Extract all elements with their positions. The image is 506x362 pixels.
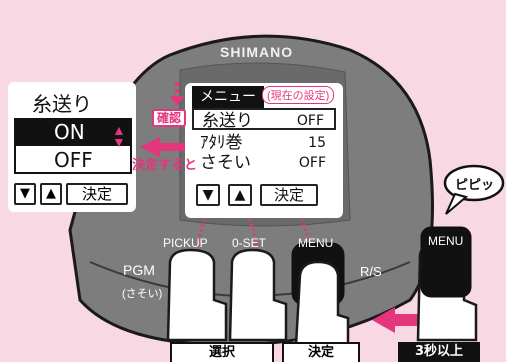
option-label: OFF xyxy=(54,148,93,172)
current-setting-note: (現在の設定) xyxy=(262,86,335,104)
confirm-label: 確認 xyxy=(156,111,181,125)
select-label: 選択 xyxy=(208,345,235,360)
lcd-down-key[interactable]: ▼ xyxy=(196,184,220,206)
pink-left-arrow xyxy=(140,137,190,157)
rs-label: R/S xyxy=(360,264,382,279)
decide-note: 決定すると xyxy=(132,157,198,172)
popup-option-off[interactable]: OFF xyxy=(14,146,132,174)
zero-set-label: 0-SET xyxy=(232,236,267,250)
pgm-label: PGM xyxy=(123,262,155,278)
lcd-row-value: 15 xyxy=(308,135,326,151)
lcd-ok-key[interactable]: 決定 xyxy=(260,184,318,206)
popup-option-on[interactable]: ON xyxy=(14,118,132,146)
lcd-row-label: さそい xyxy=(200,153,251,173)
decide-label: 決定 xyxy=(307,345,334,360)
popup-title: 糸送り xyxy=(32,92,92,116)
down-arrow-icon: ▼ xyxy=(202,187,214,203)
lcd-row-label: ｱﾀﾘ巻 xyxy=(200,133,243,153)
up-arrow-icon: ▲ xyxy=(46,186,56,201)
menu-bar-label: メニュー xyxy=(200,89,256,105)
up-arrow-icon: ▲ xyxy=(234,187,246,203)
hold-label: 3秒以上 xyxy=(414,344,464,359)
bubble-shape xyxy=(443,164,505,202)
bubble-text: ピピッ xyxy=(455,177,495,192)
ok-key-label: 決定 xyxy=(81,185,112,203)
hold-label-box: 3秒以上 xyxy=(398,342,480,362)
down-arrow-icon: ▼ xyxy=(20,186,30,201)
lcd-row-value: OFF xyxy=(296,113,324,129)
select-label-box: 選択 xyxy=(170,342,274,362)
pickup-label: PICKUP xyxy=(163,236,208,250)
hold-arrow xyxy=(372,307,440,333)
menu-bar: メニュー xyxy=(192,86,264,108)
lcd-row-value: OFF xyxy=(298,155,326,171)
lcd-row-label: 糸送り xyxy=(202,111,253,131)
ok-key-label: 決定 xyxy=(273,186,304,204)
menu-label: MENU xyxy=(298,236,334,250)
popup-up-key[interactable]: ▲ xyxy=(40,183,62,205)
lcd-up-key[interactable]: ▲ xyxy=(228,184,252,206)
confirm-badge: 確認 xyxy=(152,109,186,127)
decide-label-box: 決定 xyxy=(282,342,360,362)
popup-down-key[interactable]: ▼ xyxy=(14,183,36,205)
lcd-row-selected[interactable]: 糸送り OFF xyxy=(192,108,336,131)
side-menu-label: MENU xyxy=(428,234,464,248)
lcd-row[interactable]: さそい OFF xyxy=(192,152,336,174)
lcd-row[interactable]: ｱﾀﾘ巻 15 xyxy=(192,132,336,154)
brand-label: SHIMANO xyxy=(220,44,294,60)
option-label: ON xyxy=(54,120,85,144)
sasoi-label: (さそい) xyxy=(122,288,163,300)
up-down-arrow-icon: ▲▼ xyxy=(112,122,126,150)
popup-ok-key[interactable]: 決定 xyxy=(66,183,128,205)
